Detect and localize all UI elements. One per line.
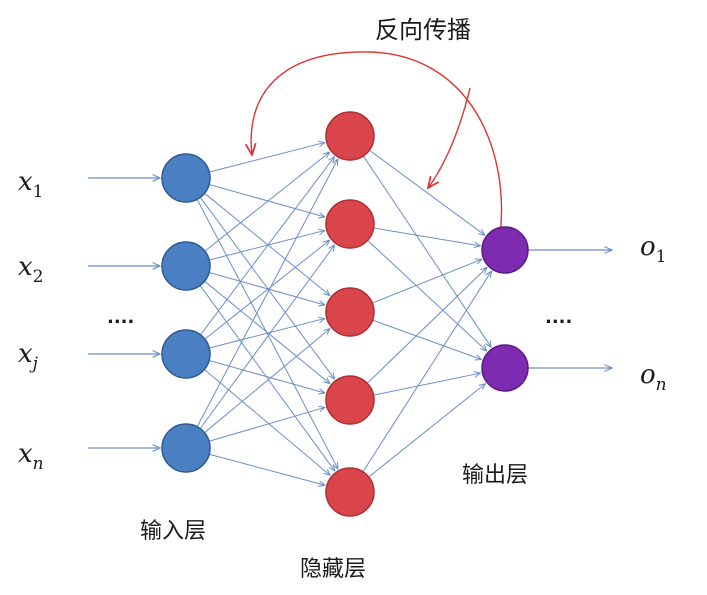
hidden-output-connection-1-0 (373, 227, 481, 246)
input-hidden-connection-1-1 (209, 230, 325, 261)
hidden-output-connection-3-0 (366, 267, 487, 384)
hidden-output-connection-1-1 (367, 239, 487, 351)
hidden-output-connection-2-1 (372, 319, 482, 359)
input-hidden-connection-1-4 (199, 285, 335, 471)
input-hidden-connection-1-0 (204, 152, 330, 252)
backprop-arrows (251, 51, 503, 236)
nodes-group (161, 111, 529, 517)
hidden-output-connection-0-1 (362, 155, 491, 347)
backprop-curve-main (251, 51, 503, 236)
input-hidden-connection-2-2 (209, 318, 325, 349)
input-node-3 (161, 423, 211, 473)
output-label-n: on (640, 360, 667, 395)
input-label-n: xn (18, 439, 44, 474)
input-hidden-connection-3-3 (208, 407, 325, 442)
input-hidden-connection-2-3 (208, 360, 325, 392)
input-hidden-connection-0-0 (209, 142, 325, 173)
input-labels: x1 x2 xj xn (18, 167, 44, 474)
output-layer-title: 输出层 (462, 463, 528, 488)
hidden-layer-title: 隐藏层 (300, 557, 366, 582)
input-hidden-connection-2-4 (204, 369, 330, 475)
input-hidden-connection-0-3 (199, 197, 334, 379)
hidden-output-connection-3-1 (373, 373, 481, 396)
input-hidden-connection-0-1 (208, 184, 325, 216)
input-layer-title: 输入层 (140, 519, 206, 544)
hidden-node-2 (325, 287, 375, 337)
input-label-2: x2 (18, 252, 44, 287)
input-label-1: x1 (18, 167, 44, 202)
output-node-1 (481, 344, 529, 392)
input-arrows-group (88, 178, 160, 448)
connections-group (196, 142, 492, 485)
input-node-2 (161, 329, 211, 379)
input-label-j: xj (18, 339, 39, 374)
hidden-node-3 (325, 375, 375, 425)
hidden-output-connection-4-0 (362, 271, 492, 473)
input-ellipsis: .... (107, 307, 134, 328)
input-node-1 (161, 241, 211, 291)
hidden-output-connection-2-0 (372, 259, 482, 304)
input-hidden-connection-3-1 (199, 245, 334, 429)
hidden-node-0 (325, 111, 375, 161)
input-node-0 (161, 153, 211, 203)
input-hidden-connection-1-2 (208, 272, 325, 304)
output-node-0 (481, 226, 529, 274)
output-ellipsis: .... (545, 307, 572, 328)
input-hidden-connection-3-2 (204, 329, 330, 434)
hidden-node-4 (325, 467, 375, 517)
input-hidden-connection-2-1 (204, 240, 330, 340)
backprop-curve-branch (428, 87, 471, 188)
output-arrows-group (528, 250, 612, 368)
hidden-output-connection-0-0 (369, 149, 485, 235)
hidden-output-connection-4-1 (368, 384, 486, 478)
output-labels: o1 on (640, 232, 667, 395)
output-label-1: o1 (640, 232, 666, 267)
input-hidden-connection-0-4 (196, 199, 338, 469)
backprop-title: 反向传播 (375, 16, 471, 44)
input-hidden-connection-1-3 (204, 280, 330, 383)
hidden-node-1 (325, 199, 375, 249)
input-hidden-connection-2-0 (200, 157, 334, 336)
input-hidden-connection-3-4 (209, 453, 325, 485)
input-hidden-connection-0-2 (204, 192, 330, 295)
input-hidden-connection-3-0 (196, 159, 338, 427)
